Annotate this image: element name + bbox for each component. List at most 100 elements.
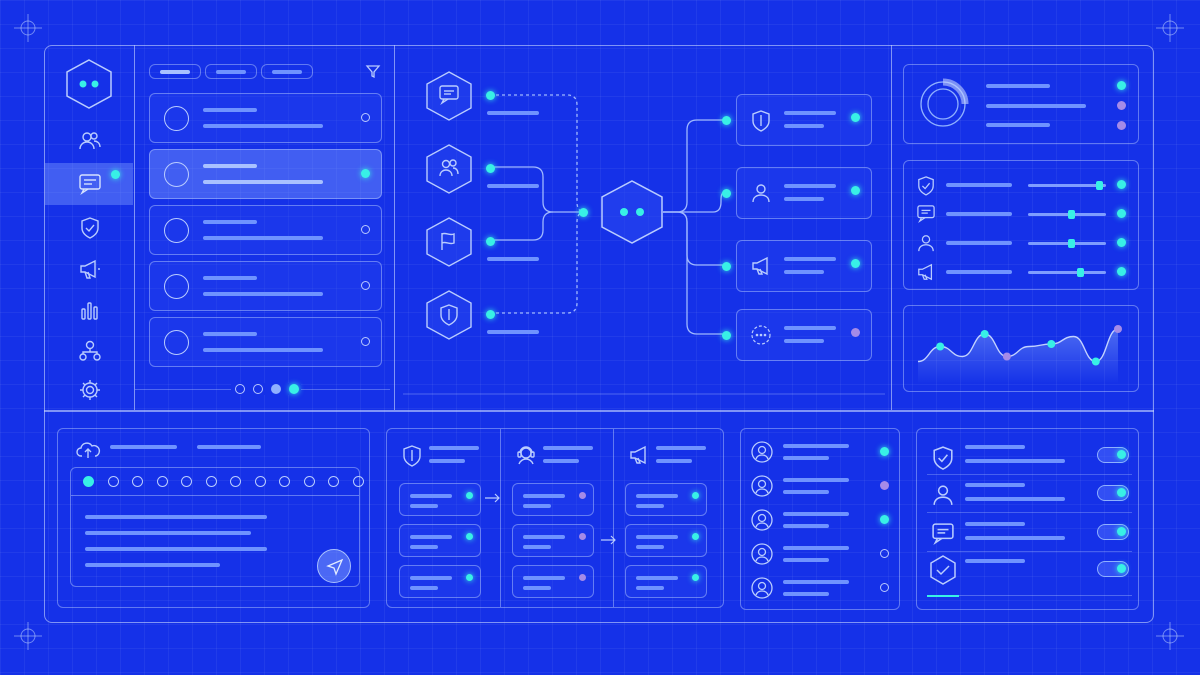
toolbar-button[interactable]: [254, 476, 266, 487]
sidebar-item-campaigns[interactable]: [79, 259, 101, 283]
composer-box[interactable]: [70, 467, 364, 587]
sidebar-item-network[interactable]: [79, 340, 101, 366]
page-dot[interactable]: [235, 384, 245, 394]
level-slider[interactable]: [1028, 181, 1106, 190]
tab-3[interactable]: [261, 64, 313, 79]
bot-hexagon-icon[interactable]: [65, 58, 113, 110]
megaphone-icon: [80, 259, 100, 279]
user-icon: [751, 475, 773, 497]
output-node[interactable]: [736, 94, 872, 146]
list-item[interactable]: [149, 93, 382, 143]
page-dot[interactable]: [271, 384, 281, 394]
toolbar-button[interactable]: [352, 476, 364, 487]
toolbar-button[interactable]: [328, 476, 339, 487]
toggle-switch[interactable]: [1097, 485, 1129, 501]
kanban-card[interactable]: [399, 524, 481, 557]
kanban-column: [613, 429, 726, 607]
send-button[interactable]: [317, 549, 351, 583]
cloud-upload-icon[interactable]: [76, 438, 102, 460]
kanban-card[interactable]: [625, 483, 707, 516]
connector-dot: [722, 331, 731, 340]
user-icon: [918, 235, 934, 252]
kanban-board: [386, 428, 724, 608]
status-dot: [1117, 267, 1126, 276]
status-dot: [851, 113, 860, 122]
toolbar-button[interactable]: [156, 476, 168, 487]
toggle-switch[interactable]: [1097, 447, 1129, 463]
pagination: [231, 383, 301, 395]
tab-2[interactable]: [205, 64, 257, 79]
user-icon: [751, 577, 773, 599]
contact-row[interactable]: [741, 509, 899, 539]
toolbar-button[interactable]: [205, 476, 217, 487]
input-node[interactable]: [425, 289, 475, 341]
input-node[interactable]: [425, 70, 475, 122]
toggle-switch[interactable]: [1097, 561, 1129, 577]
level-slider[interactable]: [1028, 239, 1106, 248]
toggle-switch[interactable]: [1097, 524, 1129, 540]
flag-icon: [441, 232, 455, 250]
chat-icon: [917, 205, 935, 224]
user-icon: [751, 509, 773, 531]
more-icon: [751, 325, 771, 345]
formatting-toolbar: [71, 468, 364, 496]
output-node[interactable]: [736, 309, 872, 361]
sidebar-item-security[interactable]: [80, 217, 100, 243]
list-item[interactable]: [149, 149, 382, 199]
sidebar-item-chat[interactable]: [45, 163, 133, 205]
kanban-card[interactable]: [512, 483, 594, 516]
level-slider[interactable]: [1028, 268, 1106, 277]
avatar: [164, 274, 189, 299]
setting-row: [917, 518, 1137, 552]
bot-hexagon-icon[interactable]: [600, 179, 664, 245]
support-agent-icon: [517, 446, 535, 465]
active-indicator: [111, 170, 120, 179]
shield-icon: [440, 304, 458, 326]
list-item[interactable]: [149, 261, 382, 311]
output-node[interactable]: [736, 240, 872, 292]
status-dot: [361, 337, 370, 346]
kanban-card[interactable]: [625, 524, 707, 557]
page-dot[interactable]: [253, 384, 263, 394]
page-dot[interactable]: [289, 384, 299, 394]
app-window: [44, 45, 1154, 623]
kanban-card[interactable]: [512, 524, 594, 557]
shield-check-icon: [81, 217, 99, 239]
trend-point: [936, 342, 945, 351]
arrow-right-icon: [601, 535, 616, 545]
trend-point: [1114, 325, 1122, 333]
filter-icon[interactable]: [365, 65, 381, 79]
contacts-card: [740, 428, 900, 610]
toolbar-button[interactable]: [107, 476, 119, 487]
tab-1[interactable]: [149, 64, 201, 79]
kanban-card[interactable]: [512, 565, 594, 598]
toolbar-button[interactable]: [83, 476, 94, 487]
trend-point: [1091, 357, 1100, 366]
sidebar-item-users[interactable]: [79, 131, 101, 155]
contact-row[interactable]: [741, 577, 899, 607]
kanban-card[interactable]: [399, 565, 481, 598]
contact-row[interactable]: [741, 543, 899, 573]
level-slider[interactable]: [1028, 210, 1106, 219]
input-node[interactable]: [425, 143, 475, 195]
output-node[interactable]: [736, 167, 872, 219]
kanban-card[interactable]: [625, 565, 707, 598]
toolbar-button[interactable]: [181, 476, 192, 487]
toolbar-button[interactable]: [230, 476, 241, 487]
list-item[interactable]: [149, 205, 382, 255]
avatar: [164, 330, 189, 355]
contact-row[interactable]: [741, 475, 899, 505]
shield-icon: [752, 110, 770, 132]
sidebar-item-analytics[interactable]: [80, 300, 100, 324]
kanban-card[interactable]: [399, 483, 481, 516]
list-item[interactable]: [149, 317, 382, 367]
toolbar-button[interactable]: [303, 476, 315, 487]
merge-point: [579, 208, 588, 217]
shield-icon: [403, 445, 421, 467]
toolbar-button[interactable]: [279, 476, 290, 487]
toolbar-button[interactable]: [132, 476, 143, 487]
sidebar-item-settings[interactable]: [79, 379, 101, 405]
input-node[interactable]: [425, 216, 475, 268]
contact-row[interactable]: [741, 441, 899, 471]
status-dot: [361, 169, 370, 178]
